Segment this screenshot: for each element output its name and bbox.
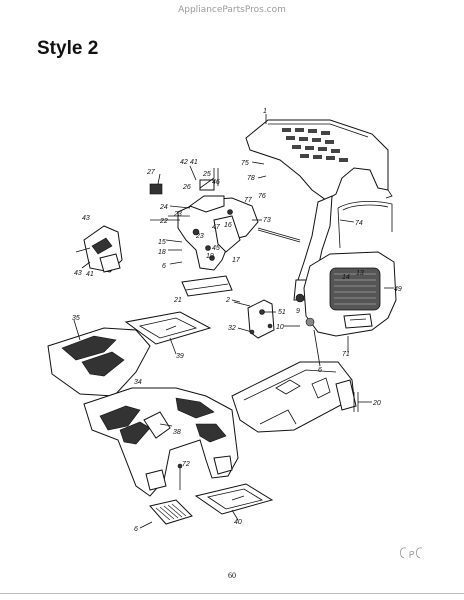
callout-6-top: 6 — [162, 263, 166, 270]
callout-23-lower: 23 — [195, 233, 204, 240]
bolt-part — [237, 327, 253, 333]
shaft-part — [233, 301, 251, 307]
callout-41: 41 — [190, 159, 198, 166]
callout-34: 34 — [134, 379, 142, 386]
side-bracket-assembly — [75, 225, 123, 273]
callout-40: 40 — [234, 519, 242, 526]
callout-35: 35 — [72, 315, 80, 322]
callout-17: 17 — [232, 257, 241, 264]
callout-1: 1 — [263, 108, 267, 115]
callout-47: 47 — [212, 224, 221, 231]
support-bracket — [247, 293, 315, 339]
footer-rule — [0, 593, 464, 594]
callout-41-lower: 41 — [86, 271, 94, 278]
callout-18: 18 — [158, 249, 166, 256]
callout-32: 32 — [228, 325, 236, 332]
callout-78: 78 — [247, 175, 255, 182]
grille-panel — [303, 251, 397, 337]
callout-22: 22 — [159, 218, 168, 225]
callout-2: 2 — [225, 297, 230, 304]
callout-51: 51 — [278, 309, 286, 316]
callout-23: 23 — [173, 211, 182, 218]
callout-45: 45 — [212, 245, 220, 252]
callout-77: 77 — [244, 197, 253, 204]
step-cover — [149, 499, 193, 525]
floor-mat — [124, 311, 212, 345]
callout-43-lower: 43 — [74, 270, 82, 277]
fender-deck — [83, 387, 239, 497]
callout-labels: 1 75 78 27 42 41 26 25 46 77 76 24 23 22… — [72, 108, 402, 533]
callout-20: 20 — [372, 400, 381, 407]
dash-assembly — [149, 168, 259, 297]
callout-26: 26 — [182, 184, 191, 191]
hood-part — [245, 119, 393, 201]
callout-74: 74 — [355, 220, 363, 227]
callout-16: 16 — [224, 222, 232, 229]
callout-38: 38 — [173, 429, 181, 436]
callout-75: 75 — [241, 160, 249, 167]
callout-14: 14 — [342, 274, 350, 281]
floor-mat-40 — [194, 483, 274, 515]
callout-13: 13 — [356, 270, 364, 277]
callout-76: 76 — [258, 193, 266, 200]
callout-6-bottom: 6 — [134, 526, 138, 533]
callout-42: 42 — [180, 159, 188, 166]
callout-25: 25 — [202, 171, 211, 178]
callout-49: 49 — [394, 286, 402, 293]
callout-46: 46 — [212, 179, 220, 186]
callout-6-mid: 6 — [318, 367, 322, 374]
frame-chassis — [231, 361, 359, 433]
callout-9: 9 — [296, 308, 300, 315]
callout-39: 39 — [176, 353, 184, 360]
callout-21: 21 — [173, 297, 182, 304]
page-number: 60 — [228, 571, 236, 580]
callout-43: 43 — [82, 215, 90, 222]
floor-panel — [47, 327, 151, 397]
callout-24: 24 — [159, 204, 168, 211]
handwritten-signature — [400, 547, 423, 559]
page-title: Style 2 — [37, 38, 99, 59]
callout-72: 72 — [182, 461, 190, 468]
site-watermark: AppliancePartsPros.com — [178, 5, 286, 15]
hood-brace-part — [337, 200, 393, 249]
callout-71: 71 — [342, 351, 350, 358]
callout-73: 73 — [263, 217, 271, 224]
leader-lines — [73, 114, 394, 529]
callout-19: 19 — [206, 253, 214, 260]
callout-27: 27 — [146, 169, 156, 176]
callout-15: 15 — [158, 239, 166, 246]
rod-part — [257, 227, 301, 241]
callout-10: 10 — [276, 324, 284, 331]
